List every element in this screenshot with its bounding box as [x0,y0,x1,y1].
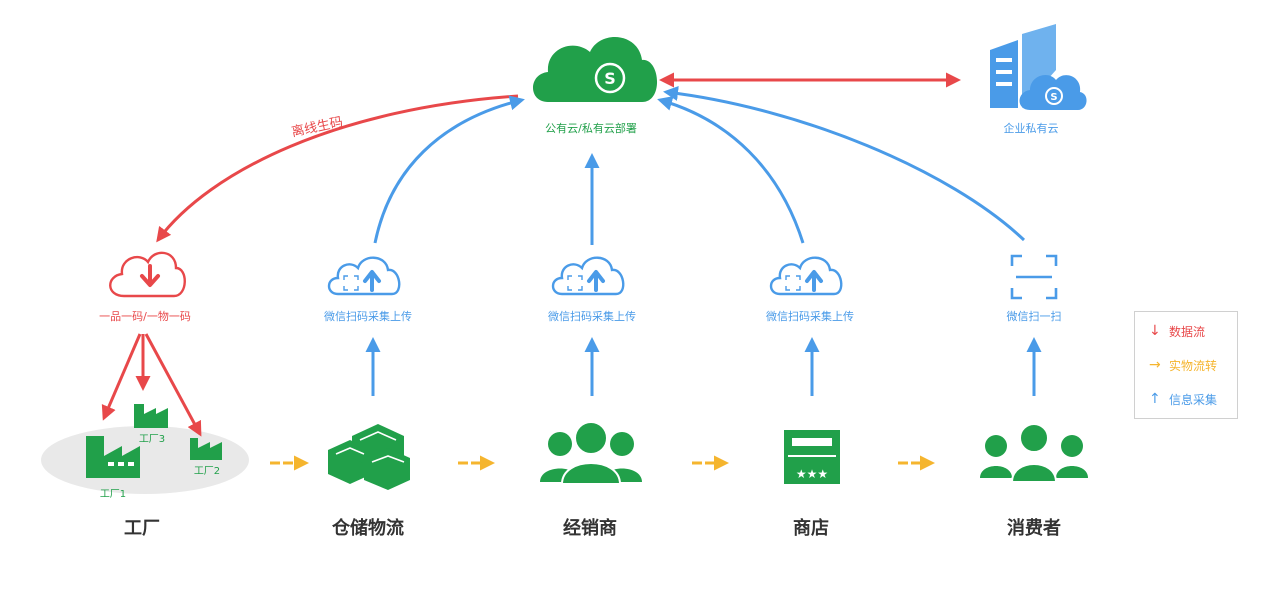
stage-label-warehouse: 仓储物流 [331,517,404,539]
code-label: 一品一码/一物一码 [99,309,191,323]
code-cloud-icon [109,251,186,298]
stage-label-consumer: 消费者 [1007,517,1061,539]
orange-right-arrow-icon: → [1149,357,1161,373]
blue-up-arrow-icon: ↑ [1149,391,1161,407]
consumer-upload-arc [663,85,1026,242]
warehouse-upload-cloud-icon [327,255,402,296]
warehouse-boxes-icon [328,424,410,490]
enterprise-cloud-icon: S [990,24,1087,110]
factory-2-icon [190,438,222,460]
legend-item-info-collect: ↑ 信息采集 [1135,390,1239,410]
legend-label-info-collect: 信息采集 [1169,393,1218,407]
distributor-people-icon [540,421,642,485]
svg-text:★★★: ★★★ [796,467,828,481]
consumer-people-icon [980,423,1088,483]
shop-store-icon: ★★★ [784,430,840,484]
shop-upload-cloud-icon [769,255,844,296]
legend-item-physical-flow: → 实物流转 [1135,356,1239,376]
scan-frame-icon [1010,254,1058,300]
distributor-upload-cloud-icon [551,255,626,296]
red-down-arrow-icon: ↓ [1149,323,1161,339]
legend-label-physical-flow: 实物流转 [1169,359,1218,373]
consumer-scan-label: 微信扫一扫 [1007,309,1062,323]
factory-1-icon [86,436,140,478]
stage-label-distributor: 经销商 [563,517,617,539]
svg-text:S: S [1050,92,1057,103]
stage-label-shop: 商店 [793,517,829,539]
public-cloud-icon: S [533,37,658,102]
factory-1-label: 工厂1 [100,489,126,500]
svg-text:S: S [604,69,616,88]
distributor-scan-label: 微信扫码采集上传 [548,309,636,323]
legend-item-data-flow: ↓ 数据流 [1135,322,1239,342]
warehouse-scan-label: 微信扫码采集上传 [324,309,412,323]
factory-3-label: 工厂3 [139,434,165,445]
factory-3-icon [134,404,168,428]
code-to-factory2-arrow [144,333,202,437]
public-cloud-label: 公有云/私有云部署 [545,121,637,135]
shop-upload-arc [657,96,805,244]
shop-scan-label: 微信扫码采集上传 [766,309,854,323]
warehouse-upload-arc [373,95,525,244]
code-to-factory1-arrow [101,333,142,421]
legend-label-data-flow: 数据流 [1169,325,1206,339]
legend: ↓ 数据流 → 实物流转 ↑ 信息采集 [1134,311,1238,419]
enterprise-cloud-label: 企业私有云 [1004,121,1059,135]
factory-2-label: 工厂2 [194,466,220,477]
offline-code-arrow [156,94,519,243]
stage-label-factory: 工厂 [124,518,160,539]
